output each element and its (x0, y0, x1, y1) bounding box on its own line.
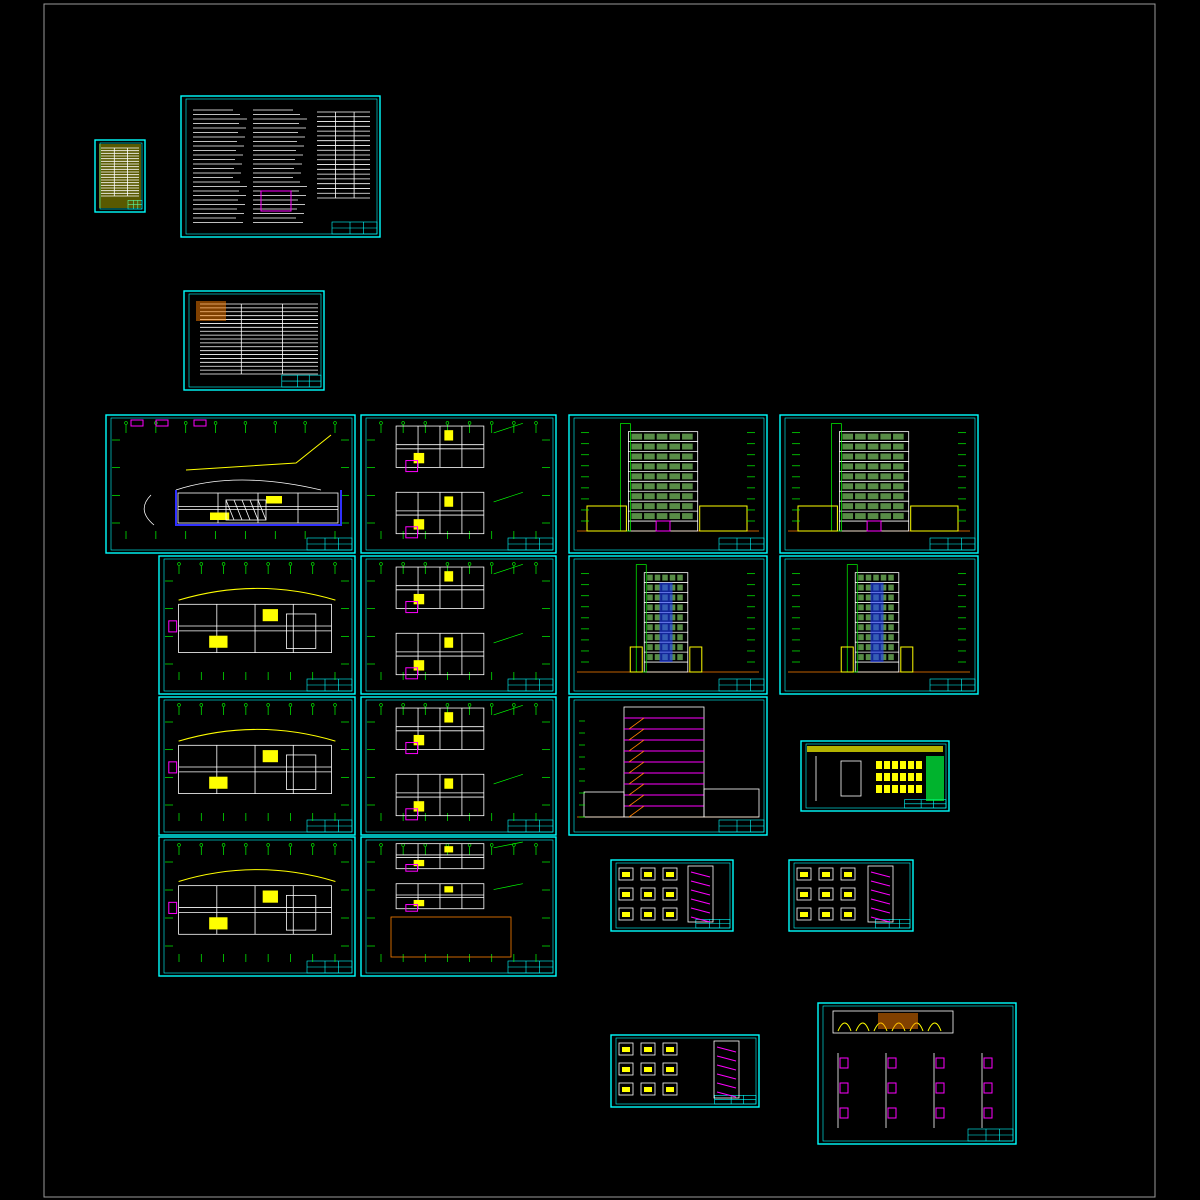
sheet-frame (158, 555, 356, 695)
sheet-stair-detail-3 (610, 1034, 760, 1108)
sheet-detail-color (800, 740, 950, 812)
sheet-back-elevation (779, 414, 979, 554)
sheet-frame (568, 555, 768, 695)
sheet-wall-detail (817, 1002, 1017, 1145)
sheet-frame (158, 696, 356, 836)
sheet-energy-table (183, 290, 325, 391)
sheet-frame (360, 414, 557, 554)
sheet-frame (568, 696, 768, 836)
sheet-frame (779, 414, 979, 554)
sheet-frame (183, 290, 325, 391)
sheet-frame (94, 139, 146, 213)
sheet-plan-6 (360, 696, 557, 836)
sheet-frame (360, 555, 557, 695)
sheet-frame (817, 1002, 1017, 1145)
sheet-plan-5 (158, 696, 356, 836)
sheet-frame (180, 95, 381, 238)
sheet-frame (158, 836, 356, 977)
sheet-index-table (94, 139, 146, 213)
sheet-roof-plan (360, 836, 557, 977)
sheet-front-elevation (568, 414, 768, 554)
sheet-frame (800, 740, 950, 812)
sheet-stair-detail-2 (788, 859, 914, 932)
sheet-side-elevation-2 (779, 555, 979, 695)
sheet-design-notes (180, 95, 381, 238)
sheet-plan-3 (158, 555, 356, 695)
sheet-site-plan (105, 414, 356, 554)
sheet-section (568, 696, 768, 836)
sheet-frame (788, 859, 914, 932)
model-space-border (43, 3, 1156, 1198)
sheet-side-elevation-1 (568, 555, 768, 695)
sheet-frame (779, 555, 979, 695)
sheet-stair-detail-1 (610, 859, 734, 932)
sheet-frame (610, 859, 734, 932)
sheet-frame (568, 414, 768, 554)
sheet-frame (360, 696, 557, 836)
sheet-frame (360, 836, 557, 977)
sheet-plan-7 (158, 836, 356, 977)
sheet-plan-4 (360, 555, 557, 695)
sheet-plan-2 (360, 414, 557, 554)
sheet-frame (610, 1034, 760, 1108)
sheet-frame (105, 414, 356, 554)
